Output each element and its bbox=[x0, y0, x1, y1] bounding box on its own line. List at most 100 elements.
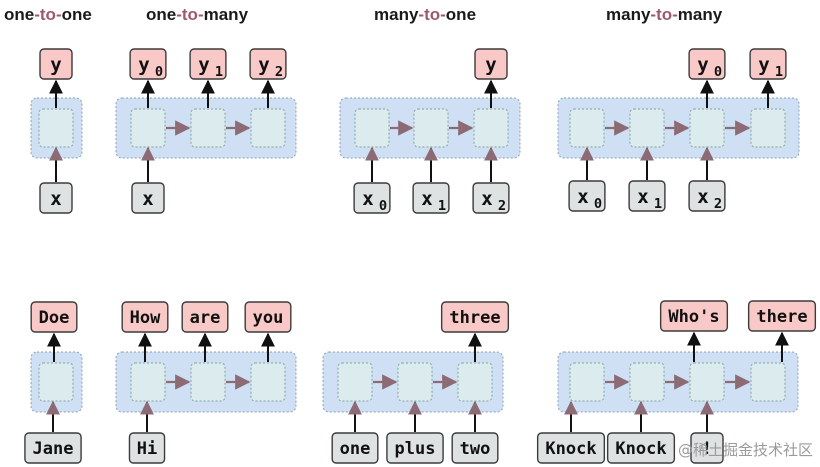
input-token-text: one bbox=[340, 439, 371, 459]
output-token-text: y bbox=[758, 54, 769, 76]
input-token-text: Knock bbox=[615, 439, 666, 459]
diagram-bottom-one-to-one: Jane Doe bbox=[24, 301, 83, 464]
rnn-cell bbox=[250, 362, 286, 402]
rnn-cell bbox=[38, 362, 74, 402]
rnn-cell bbox=[569, 362, 605, 402]
input-token-box bbox=[628, 180, 666, 212]
output-token-subscript: 1 bbox=[215, 64, 223, 80]
input-token: plus bbox=[386, 432, 444, 464]
input-token-box bbox=[24, 432, 82, 464]
rnn-cell bbox=[130, 362, 166, 402]
rnn-cell bbox=[750, 362, 786, 402]
input-token: Hi bbox=[128, 432, 166, 464]
rnn-cell bbox=[689, 108, 725, 148]
input-token-text: x bbox=[637, 186, 648, 208]
rnn-cell bbox=[190, 362, 226, 402]
input-token-text: Jane bbox=[33, 439, 74, 459]
rnn-cell bbox=[629, 362, 665, 402]
input-token-text: ! bbox=[702, 439, 712, 459]
output-token: three bbox=[440, 301, 510, 333]
rnn-cell bbox=[629, 108, 665, 148]
output-token-box bbox=[749, 48, 787, 80]
output-token: Who's bbox=[659, 300, 729, 332]
input-token-text: x bbox=[142, 188, 153, 210]
rnn-cell bbox=[413, 108, 449, 148]
input-token-subscript: 0 bbox=[379, 198, 387, 214]
input-token-box bbox=[386, 432, 444, 464]
input-token-box bbox=[606, 432, 676, 464]
output-token: y bbox=[474, 48, 508, 80]
input-token-subscript: 1 bbox=[438, 198, 446, 214]
rnn-cell bbox=[397, 362, 433, 402]
output-token-text: Who's bbox=[668, 307, 719, 327]
input-token: Knock bbox=[536, 432, 606, 464]
input-token-box bbox=[331, 432, 379, 464]
input-token-box bbox=[688, 180, 726, 212]
input-token-box bbox=[39, 182, 73, 214]
input-token-text: x bbox=[577, 186, 588, 208]
input-token-text: plus bbox=[395, 439, 436, 459]
input-token: Knock bbox=[606, 432, 676, 464]
input-token-text: x bbox=[697, 186, 708, 208]
output-token-text: Doe bbox=[39, 308, 70, 328]
input-token-text: x bbox=[362, 188, 373, 210]
rnn-cell bbox=[750, 108, 786, 148]
output-token-box bbox=[440, 301, 510, 333]
input-token-text: x bbox=[481, 188, 492, 210]
output-token-text: you bbox=[253, 308, 284, 328]
output-token: there bbox=[747, 300, 817, 332]
input-token: x bbox=[39, 182, 73, 214]
output-token-text: y bbox=[138, 54, 149, 76]
title-many-to-one: many-to-one bbox=[374, 5, 477, 24]
output-token-text: y bbox=[485, 54, 496, 76]
diagram-bottom-many-to-many: Knock Knock! Who's there bbox=[536, 300, 817, 464]
input-token-text: Hi bbox=[137, 439, 157, 459]
input-token: one bbox=[331, 432, 379, 464]
output-token-box bbox=[129, 48, 167, 80]
output-token: are bbox=[181, 301, 229, 333]
input-token-box bbox=[131, 182, 165, 214]
output-token-text: y bbox=[258, 54, 269, 76]
rnn-cell bbox=[689, 362, 725, 402]
output-token-subscript: 0 bbox=[155, 64, 163, 80]
output-token-box bbox=[659, 300, 729, 332]
output-token-text: three bbox=[449, 308, 500, 328]
output-token: Doe bbox=[30, 301, 78, 333]
output-token-text: there bbox=[756, 307, 807, 327]
input-token-subscript: 2 bbox=[714, 196, 722, 212]
output-token-subscript: 1 bbox=[775, 64, 783, 80]
output-token-box bbox=[688, 48, 726, 80]
output-token-box bbox=[121, 301, 169, 333]
output-token-subscript: 0 bbox=[714, 64, 722, 80]
input-token: x bbox=[131, 182, 165, 214]
input-token-text: x bbox=[50, 188, 61, 210]
input-token-box bbox=[412, 182, 450, 214]
rnn-cell bbox=[457, 362, 493, 402]
output-token-box bbox=[30, 301, 78, 333]
output-token-box bbox=[39, 48, 73, 80]
input-token-text: Knock bbox=[545, 439, 596, 459]
input-token-subscript: 2 bbox=[498, 198, 506, 214]
rnn-cell bbox=[354, 108, 390, 148]
rnn-cell bbox=[190, 108, 226, 148]
output-token-box bbox=[249, 48, 287, 80]
output-token-box bbox=[244, 301, 292, 333]
output-token: How bbox=[121, 301, 169, 333]
input-token: two bbox=[451, 432, 499, 464]
input-token-subscript: 0 bbox=[594, 196, 602, 212]
input-token-box bbox=[128, 432, 166, 464]
output-token-text: How bbox=[130, 308, 161, 328]
title-one-to-many: one-to-many bbox=[146, 5, 249, 24]
rnn-cell bbox=[569, 108, 605, 148]
